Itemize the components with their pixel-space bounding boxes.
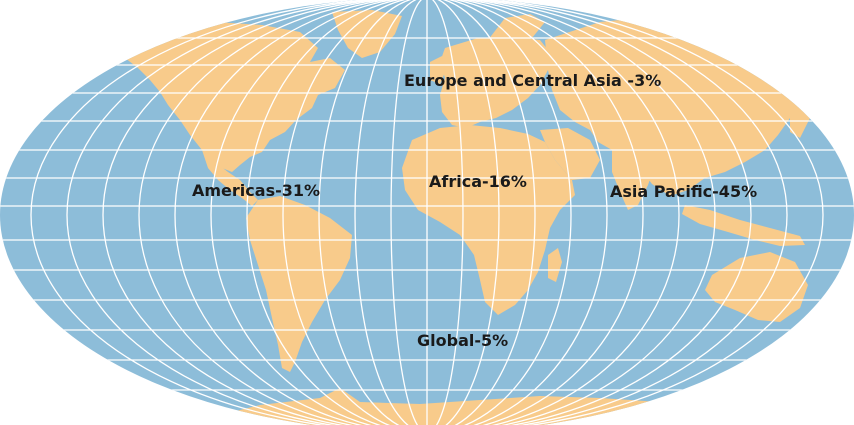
label-europe-central-asia: Europe and Central Asia -3% — [404, 71, 662, 90]
landmass-indonesia — [682, 205, 805, 246]
label-asia-pacific: Asia Pacific-45% — [610, 182, 758, 201]
label-africa: Africa-16% — [429, 172, 527, 191]
landmass-arabia — [540, 128, 600, 180]
label-global: Global-5% — [417, 331, 509, 350]
landmass-north-america — [120, 22, 345, 172]
landmass-europe — [440, 36, 552, 128]
landmass-british-isles — [430, 56, 446, 84]
landmass-new-zealand — [826, 312, 840, 344]
landmass-madagascar — [548, 248, 562, 282]
landmass-india — [612, 150, 655, 210]
label-americas: Americas-31% — [192, 181, 321, 200]
